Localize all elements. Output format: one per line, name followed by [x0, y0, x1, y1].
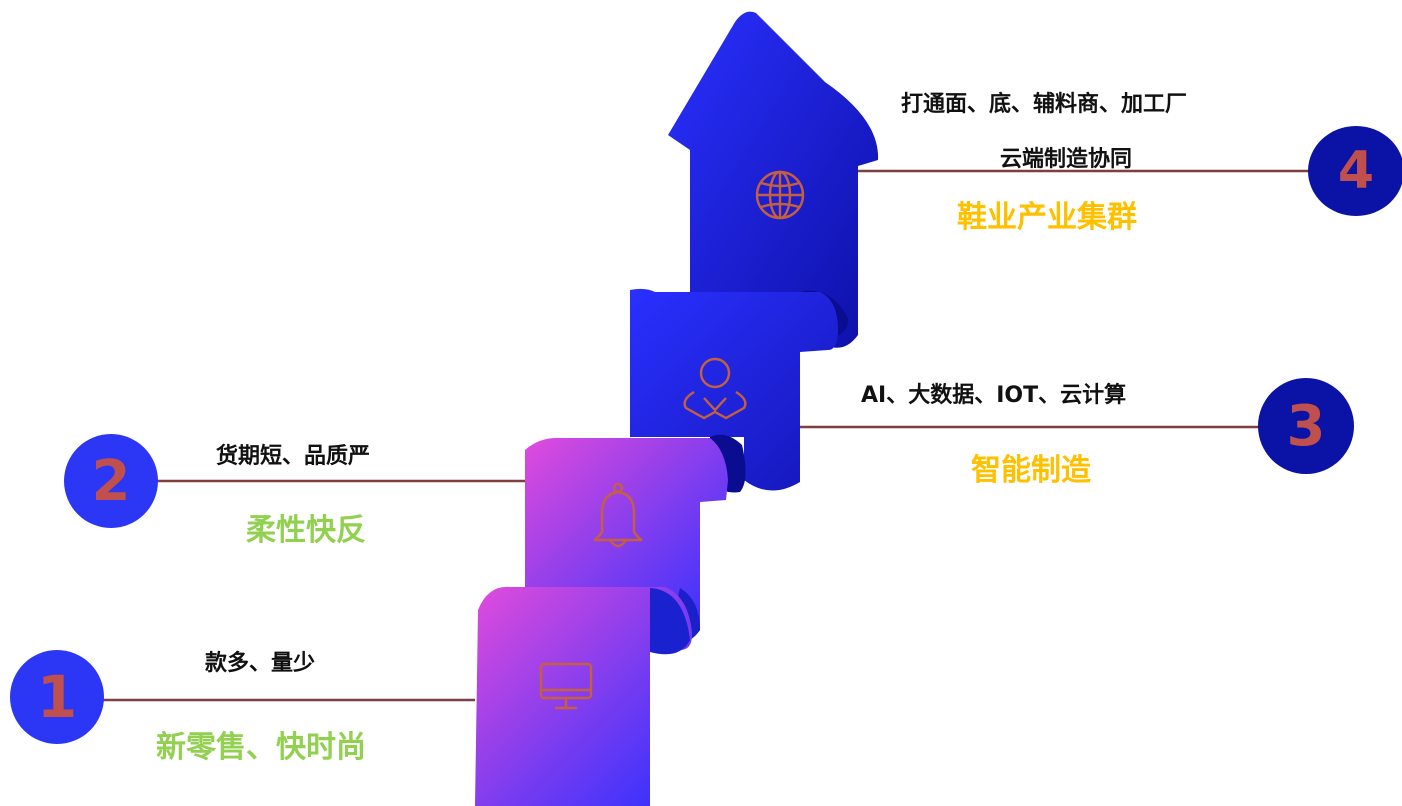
step-number-2-text: 2 [91, 448, 131, 514]
step-number-4: 4 [1308, 126, 1402, 216]
step-1-subtitle: 款多、量少 [205, 651, 316, 676]
step-number-3-text: 3 [1286, 393, 1326, 459]
bell-icon [593, 482, 643, 548]
step-1-title: 新零售、快时尚 [156, 730, 366, 765]
user-icon [683, 357, 747, 420]
step-number-4-text: 4 [1337, 141, 1375, 201]
step-4-title: 鞋业产业集群 [957, 200, 1137, 235]
step-number-1: 1 [10, 650, 104, 744]
step-3-subtitle: AI、大数据、IOT、云计算 [861, 383, 1127, 408]
monitor-icon [539, 662, 593, 710]
step-number-3: 3 [1258, 378, 1354, 474]
globe-icon [755, 170, 805, 220]
step-2-subtitle: 货期短、品质严 [216, 444, 371, 469]
step-number-1-text: 1 [36, 663, 78, 731]
ribbon-segment-1 [475, 586, 693, 806]
step-4-subtitle-line-1: 打通面、底、辅料商、加工厂 [901, 92, 1188, 117]
step-3-title: 智能制造 [971, 453, 1091, 488]
step-4-subtitle-line-2: 云端制造协同 [1000, 147, 1133, 172]
step-2-title: 柔性快反 [246, 513, 366, 548]
step-number-2: 2 [64, 434, 158, 528]
